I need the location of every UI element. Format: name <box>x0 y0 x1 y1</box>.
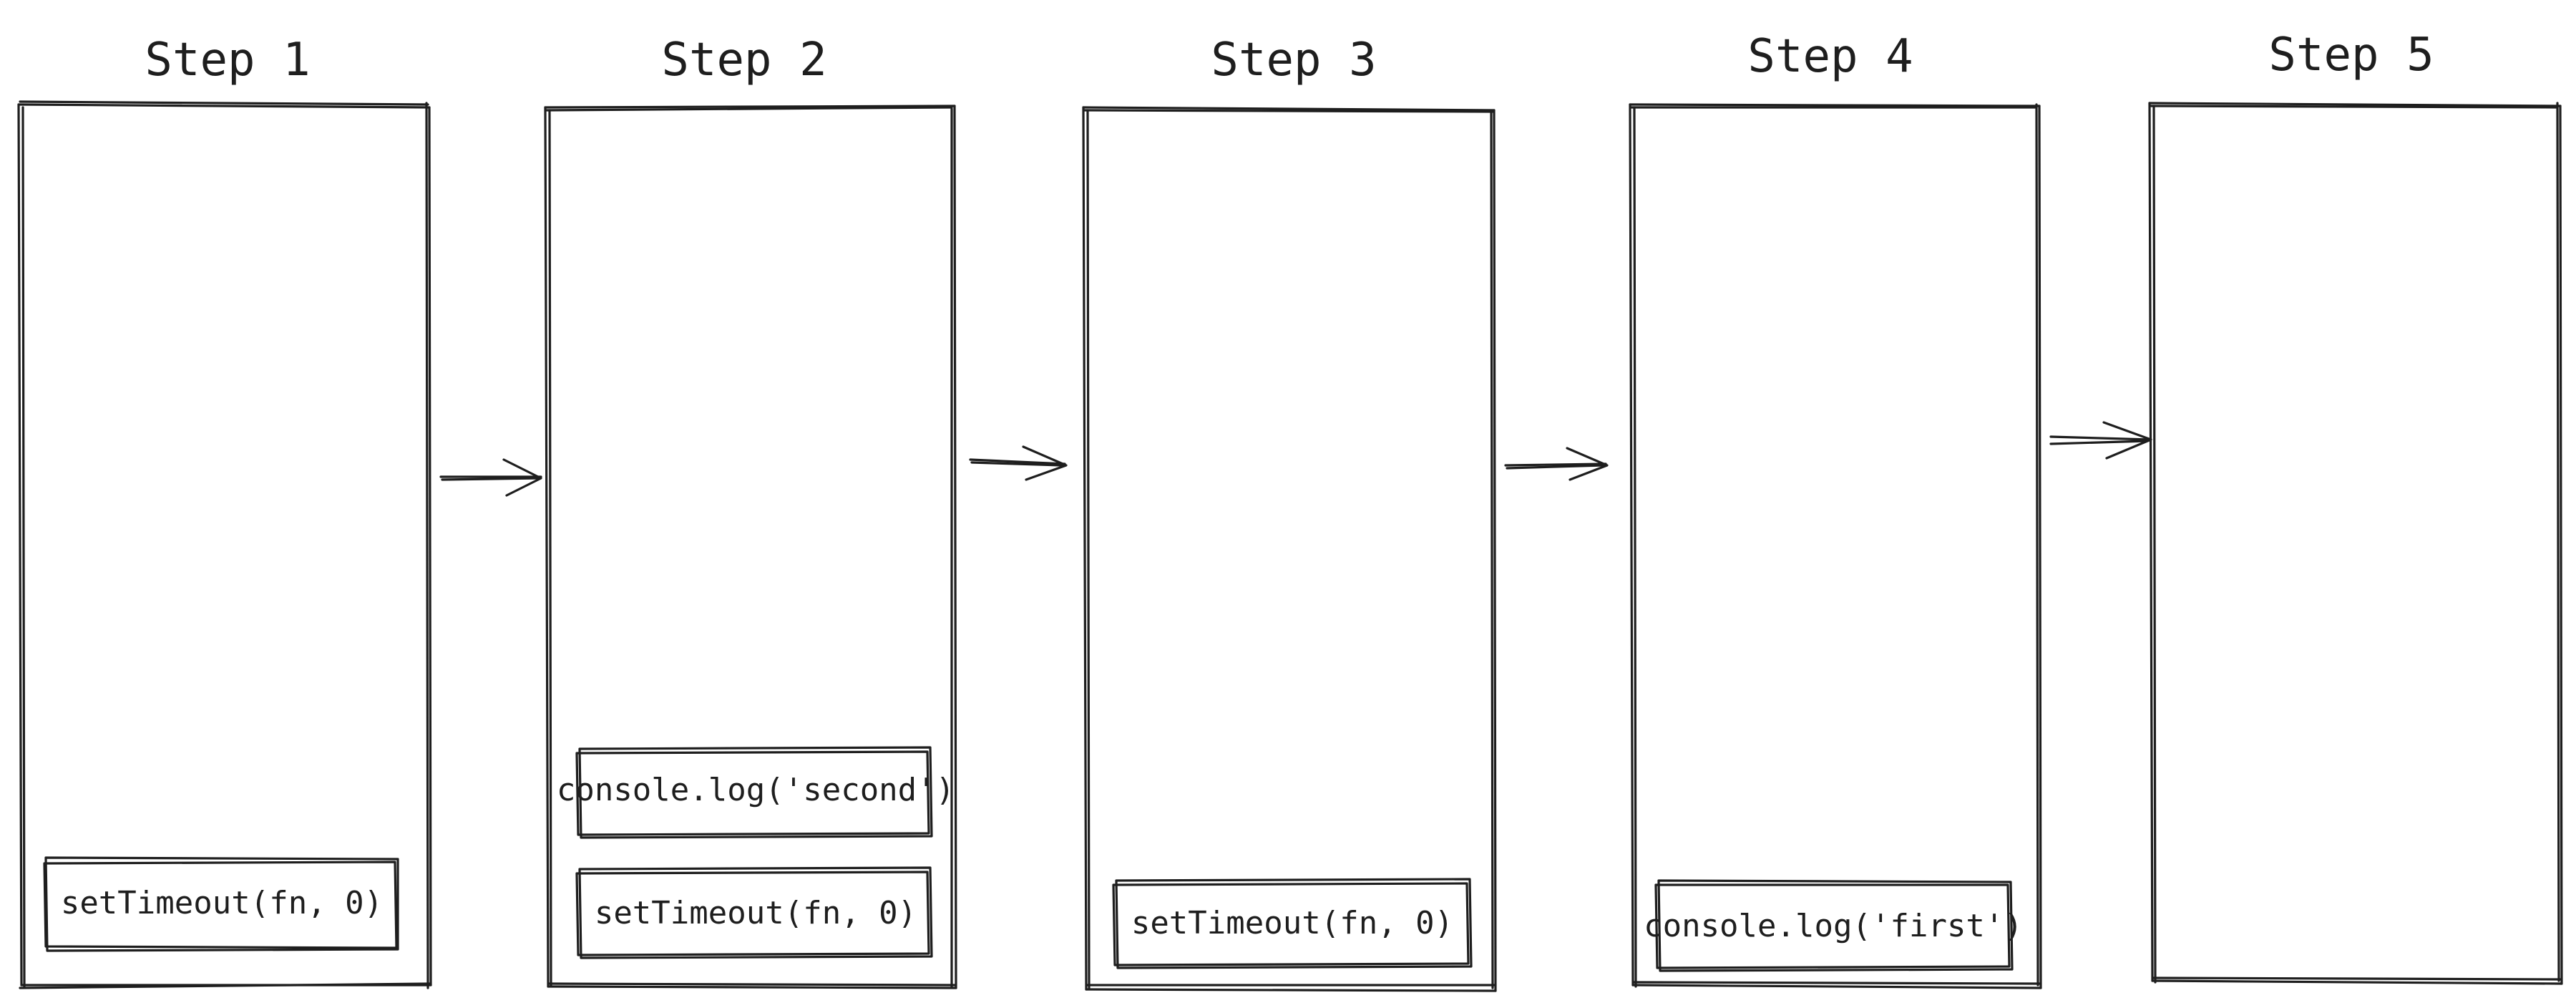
step-3-frame-1-label: setTimeout(fn, 0) <box>1131 905 1453 941</box>
step-4-title: Step 4 <box>1747 30 1913 83</box>
step-1-stack-frame-1: setTimeout(fn, 0) <box>43 856 399 952</box>
step-2-stack-frame-1: console.log('second') <box>557 746 955 839</box>
step-3-title: Step 3 <box>1211 34 1376 87</box>
step-5-stack-box <box>2148 102 2563 985</box>
arrow-step-1-to-2 <box>439 458 542 497</box>
step-3-stack-frame-1: setTimeout(fn, 0) <box>1112 878 1473 969</box>
step-4: Step 4 console.log('first') <box>1629 30 2042 989</box>
step-4-stack-box <box>1629 103 2042 989</box>
step-2: Step 2 console.log('second') setTimeout(… <box>544 34 957 989</box>
step-1-frame-1-label: setTimeout(fn, 0) <box>61 885 383 921</box>
arrow-step-3-to-4 <box>1504 447 1609 481</box>
step-1-title: Step 1 <box>145 34 310 87</box>
step-2-stack-frame-2: setTimeout(fn, 0) <box>575 866 933 959</box>
step-3-stack-box <box>1082 106 1497 992</box>
step-4-frame-1-label: console.log('first') <box>1644 908 2023 944</box>
arrow-step-4-to-5 <box>2049 421 2152 460</box>
arrow-step-2-to-3 <box>969 445 1068 481</box>
step-2-frame-1-label: console.log('second') <box>557 772 955 808</box>
step-4-stack-frame-1: console.log('first') <box>1644 879 2023 972</box>
step-5-title: Step 5 <box>2268 29 2434 82</box>
step-2-stack-box <box>544 105 957 989</box>
step-2-frame-2-label: setTimeout(fn, 0) <box>595 895 917 931</box>
step-2-title: Step 2 <box>661 34 826 87</box>
step-3: Step 3 setTimeout(fn, 0) <box>1082 34 1497 992</box>
step-5: Step 5 <box>2148 29 2563 985</box>
step-1-stack-box <box>17 100 432 989</box>
step-1: Step 1 setTimeout(fn, 0) <box>17 34 432 989</box>
